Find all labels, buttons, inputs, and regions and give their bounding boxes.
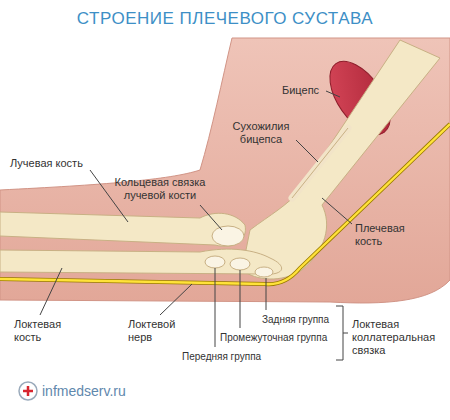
arm-skin [0, 38, 450, 303]
group-bracket [336, 306, 348, 360]
ligament-middle [230, 258, 250, 270]
part-label: Локтевая кость [14, 318, 72, 344]
part-label: Бицепс [282, 84, 319, 97]
leader-line [322, 198, 352, 224]
radius-bone [0, 212, 245, 246]
biceps-tendon [292, 128, 348, 198]
logo-cross [23, 386, 33, 396]
leader-line [296, 140, 318, 162]
leader-line [326, 91, 340, 97]
ulnar-nerve [0, 124, 450, 284]
ligament-posterior [255, 267, 273, 277]
part-label: Сухожилия бицепса [229, 120, 293, 146]
part-label: Лучевая кость [10, 157, 83, 170]
leader-line [160, 284, 192, 315]
leader-line [40, 268, 62, 315]
nerve-outline [0, 124, 450, 284]
part-label: Плечевая кость [355, 222, 413, 248]
logo-circle [19, 382, 37, 400]
leader-line [200, 205, 222, 230]
part-label: Локтевая коллатеральная связка [352, 318, 436, 357]
diagram-title: СТРОЕНИЕ ПЛЕЧЕВОГО СУСТАВА [0, 9, 450, 29]
part-label: Кольцевая связка лучевой кости [105, 176, 215, 202]
ligament-anterior [205, 256, 225, 268]
ulna-bone [0, 249, 282, 274]
annular-ligament [212, 226, 244, 246]
leader-line [215, 268, 216, 347]
biceps-tendon-edge [292, 128, 348, 198]
leader-line [266, 278, 267, 310]
part-label: Локтевой нерв [128, 318, 186, 344]
part-label: Промежуточная группа [220, 331, 327, 344]
watermark: infmedserv.ru [42, 383, 126, 399]
part-label: Передняя группа [182, 350, 261, 363]
part-label: Задняя группа [262, 313, 329, 326]
leader-line [240, 270, 241, 328]
